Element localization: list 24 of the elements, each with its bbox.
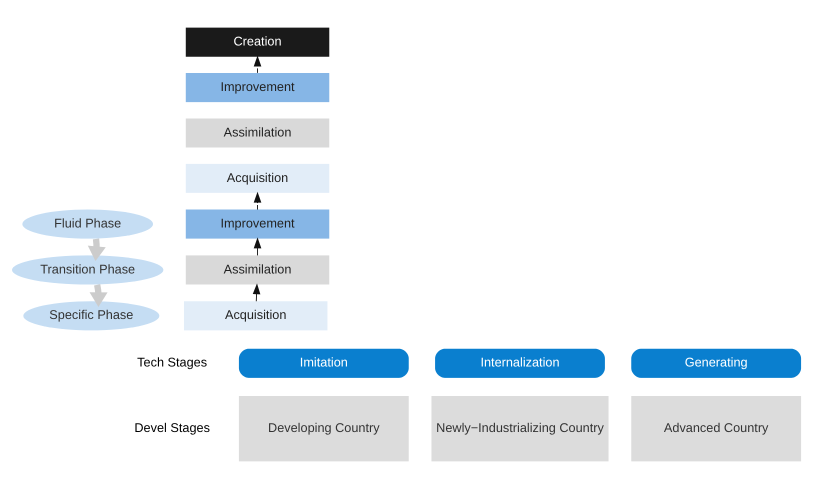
node-box: Newly−Industrializing Country (431, 396, 609, 462)
node-ellipse: Transition Phase (12, 255, 164, 284)
node-box: Advanced Country (631, 396, 802, 462)
node-box: Imitation (238, 348, 409, 378)
arrow (254, 56, 262, 74)
arrow (254, 237, 262, 256)
arrow (254, 192, 262, 210)
node-box: Improvement (186, 210, 330, 239)
node-ellipse: Specific Phase (23, 301, 160, 330)
node-box: Generating (631, 348, 802, 378)
node-box: Assimilation (186, 255, 330, 284)
label: Devel Stages (134, 420, 210, 436)
node-box: Assimilation (186, 118, 330, 148)
label: Tech Stages (137, 354, 208, 370)
arrow (90, 284, 108, 308)
arrow (252, 283, 260, 302)
arrow (88, 238, 106, 262)
node-box: Improvement (186, 73, 330, 102)
node-box: Creation (186, 28, 330, 57)
node-ellipse: Fluid Phase (22, 209, 154, 239)
node-box: Developing Country (238, 396, 409, 462)
node-box: Acquisition (186, 164, 330, 193)
node-box: Internalization (435, 348, 605, 378)
node-box: Acquisition (184, 301, 328, 330)
